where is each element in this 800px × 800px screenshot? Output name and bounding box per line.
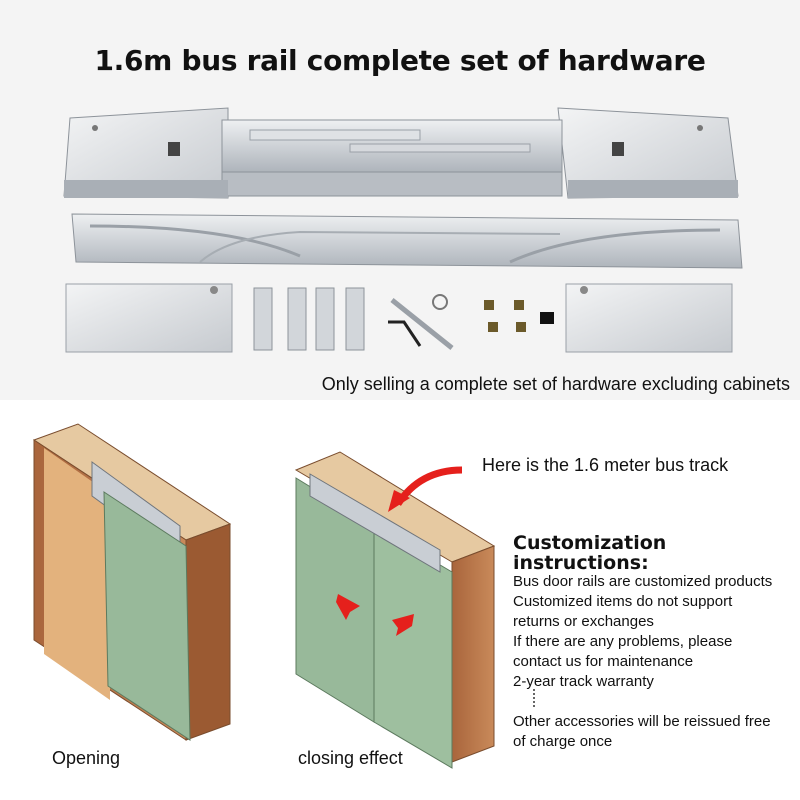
screw-parts <box>484 300 554 332</box>
customization-line: returns or exchanges <box>513 613 654 630</box>
customization-line: Customized items do not support <box>513 593 733 610</box>
divider-dots <box>533 689 537 707</box>
hardware-caption: Only selling a complete set of hardware … <box>321 374 790 394</box>
customization-footer: Other accessories will be reissued free … <box>513 712 798 752</box>
bus-track-rail <box>71 213 743 269</box>
mounting-plate-right <box>565 283 733 353</box>
customization-list: Bus door rails are customized products C… <box>513 572 798 692</box>
cabinet-opening-illustration <box>32 423 232 741</box>
closing-effect-label: closing effect <box>298 748 403 768</box>
cabinet-closing-illustration <box>294 451 496 769</box>
page-title: 1.6m bus rail complete set of hardware <box>94 44 706 77</box>
wrench-tools <box>388 294 454 350</box>
customization-line: If there are any problems, please <box>513 633 733 650</box>
customization-line: Bus door rails are customized products <box>513 573 773 590</box>
mounting-plate-left <box>65 283 233 353</box>
customization-heading-line-1: Customization <box>513 532 667 554</box>
customization-footer-line-1: Other accessories will be reissued free <box>513 713 771 730</box>
customization-line: 2-year track warranty <box>513 673 654 690</box>
hinge-brackets <box>253 287 365 351</box>
customization-line: contact us for maintenance <box>513 653 694 670</box>
customization-footer-line-2: of charge once <box>513 733 613 750</box>
track-note-label: Here is the 1.6 meter bus track <box>482 455 729 475</box>
customization-heading-line-2: instructions: <box>513 552 649 574</box>
opening-label: Opening <box>52 748 121 768</box>
customization-heading: Customization instructions: <box>513 533 793 573</box>
rail-assembly-top <box>63 107 739 199</box>
